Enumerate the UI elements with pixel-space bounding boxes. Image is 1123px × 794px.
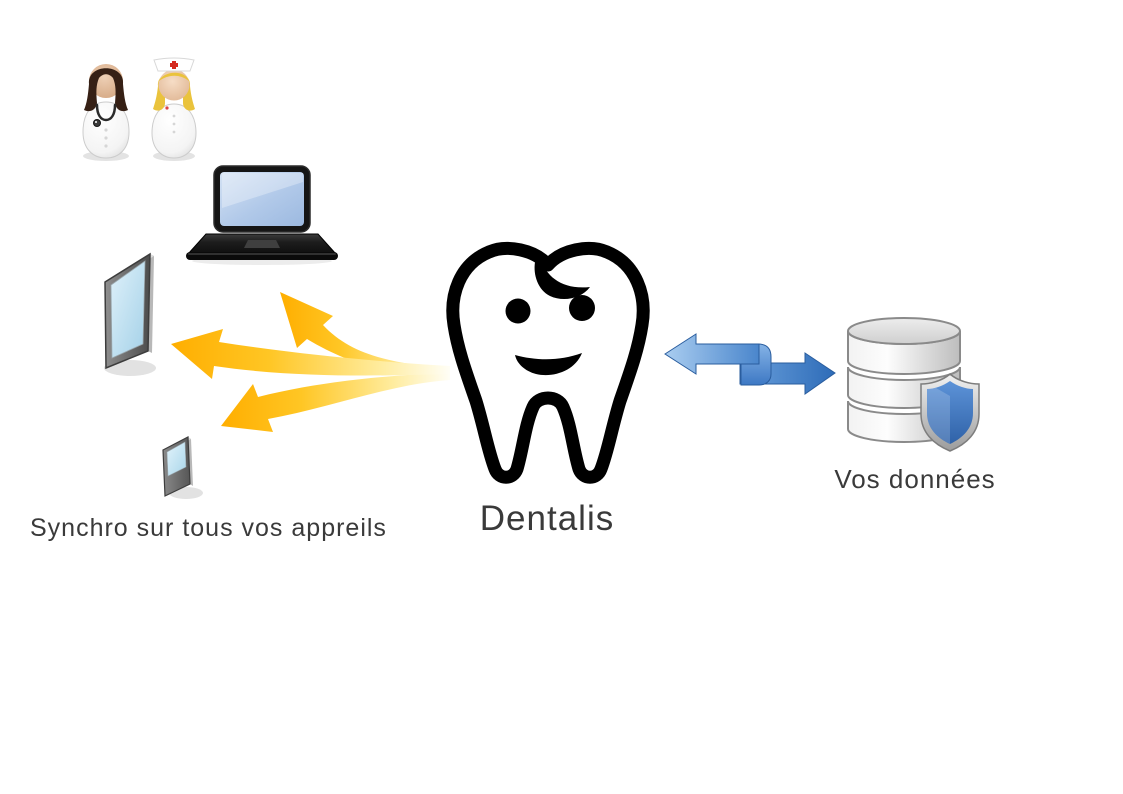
devices-caption: Synchro sur tous vos appreils <box>30 514 387 542</box>
sync-arrows-icon <box>171 292 450 432</box>
data-caption: Vos données <box>834 464 996 494</box>
database-icon <box>847 317 980 452</box>
tooth-left-eye <box>505 298 531 324</box>
tablet-icon <box>104 252 156 376</box>
staff-group <box>75 50 207 162</box>
doctor-icon <box>82 64 130 161</box>
tooth-logo-icon <box>446 241 650 484</box>
tooth-smile <box>515 353 582 376</box>
data-exchange-arrow-icon <box>664 333 836 395</box>
laptop-icon <box>186 165 338 265</box>
tooth-right-eye <box>569 295 595 321</box>
shield-icon <box>920 373 980 452</box>
nurse-icon <box>151 57 197 161</box>
smartphone-icon <box>162 436 203 499</box>
app-title: Dentalis <box>479 499 615 538</box>
